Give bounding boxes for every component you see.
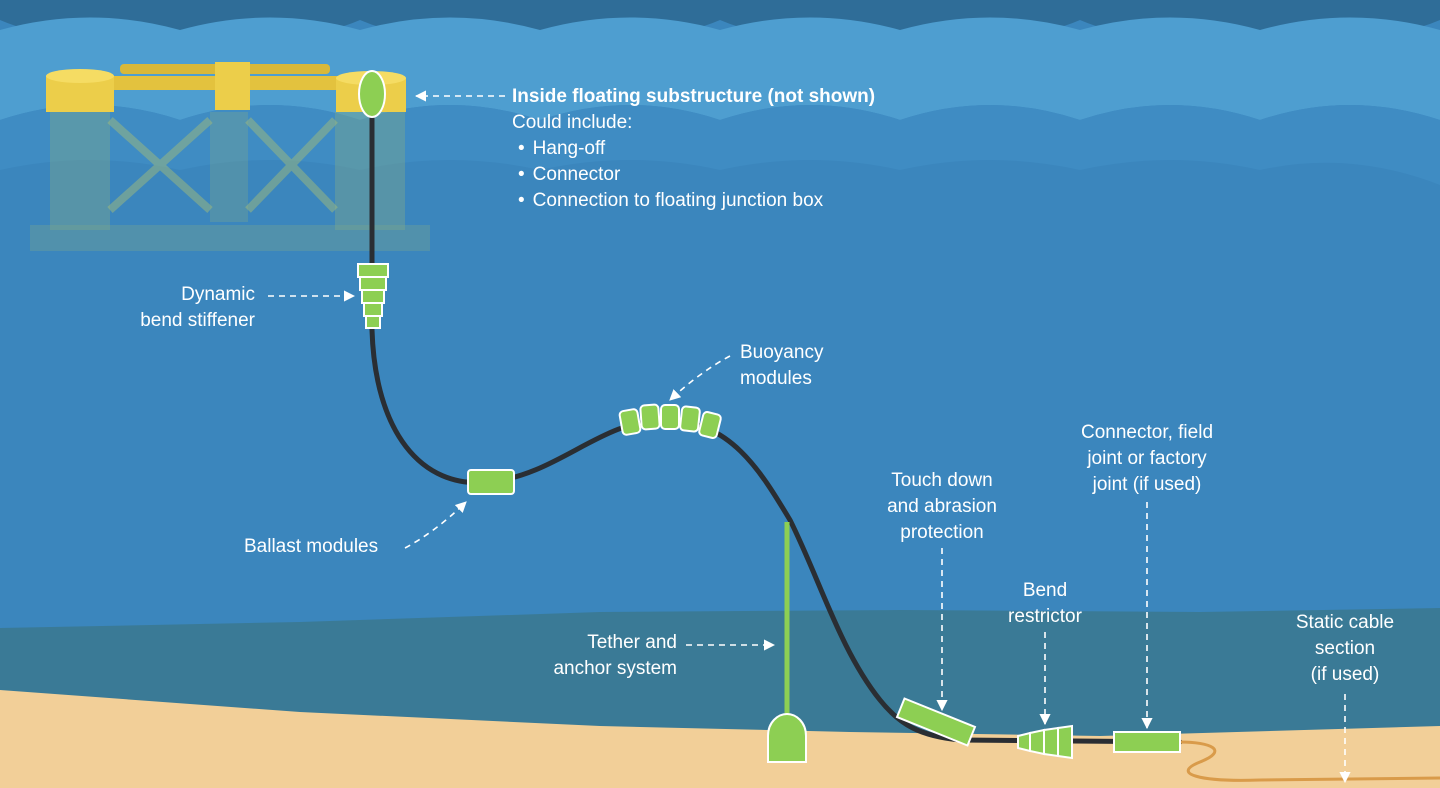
substructure-item: Hang-off bbox=[518, 136, 875, 162]
anchor-block bbox=[767, 712, 807, 763]
static-cable-label-line: (if used) bbox=[1310, 664, 1380, 685]
bend-restrictor-label: Bend restrictor bbox=[990, 578, 1100, 630]
connector-label-line: joint or factory bbox=[1087, 448, 1207, 469]
touch-down-label-line: and abrasion bbox=[887, 496, 997, 517]
connector-label: Connector, field joint or factory joint … bbox=[1064, 420, 1230, 498]
connector-joint bbox=[1113, 731, 1181, 753]
static-cable-label: Static cable section (if used) bbox=[1280, 610, 1410, 688]
seabed bbox=[0, 690, 1440, 788]
arrow-ballast bbox=[404, 501, 467, 549]
ballast-label: Ballast modules bbox=[244, 536, 379, 557]
tether-label-line: Tether and bbox=[587, 632, 677, 653]
connector-label-line: Connector, field bbox=[1080, 422, 1214, 443]
bend-restrictor-label-line: Bend bbox=[1022, 580, 1068, 601]
buoyancy-label-line: Buoyancy bbox=[740, 342, 824, 363]
arrow-buoyancy bbox=[669, 355, 731, 401]
substructure-title: Inside floating substructure (not shown) bbox=[512, 86, 876, 107]
buoyancy-label: Buoyancy modules bbox=[740, 340, 823, 392]
static-cable-label-line: Static cable bbox=[1295, 612, 1395, 633]
connector-label-line: joint (if used) bbox=[1092, 474, 1202, 495]
touch-down-label-line: Touch down bbox=[891, 470, 993, 491]
touch-down-protection bbox=[895, 697, 977, 747]
floating-substructure bbox=[30, 62, 430, 251]
bend-stiffener-label: Dynamic bend stiffener bbox=[100, 282, 255, 334]
touch-down-label: Touch down and abrasion protection bbox=[872, 468, 1012, 546]
bend-restrictor bbox=[1017, 724, 1073, 760]
substructure-subtitle: Could include: bbox=[512, 112, 633, 133]
bend-restrictor-label-line: restrictor bbox=[1008, 606, 1082, 627]
substructure-item: Connection to floating junction box bbox=[518, 188, 875, 214]
substructure-item: Connector bbox=[518, 162, 875, 188]
bend-stiffener bbox=[357, 263, 389, 329]
static-cable bbox=[1179, 740, 1440, 782]
buoyancy-label-line: modules bbox=[740, 368, 812, 389]
substructure-list: Hang-off Connector Connection to floatin… bbox=[512, 136, 875, 214]
static-cable-label-line: section bbox=[1314, 638, 1376, 659]
bend-stiffener-label-line: bend stiffener bbox=[140, 310, 255, 331]
surface-band bbox=[0, 0, 1440, 33]
ballast-module bbox=[467, 469, 515, 495]
substructure-label: Inside floating substructure (not shown)… bbox=[512, 84, 875, 214]
touch-down-label-line: protection bbox=[900, 522, 984, 543]
tether-label-line: anchor system bbox=[553, 658, 677, 679]
bend-stiffener-label-line: Dynamic bbox=[181, 284, 255, 305]
tether-label: Tether and anchor system bbox=[520, 630, 677, 682]
buoyancy-modules bbox=[618, 403, 722, 439]
hang-off-marker bbox=[358, 70, 386, 118]
